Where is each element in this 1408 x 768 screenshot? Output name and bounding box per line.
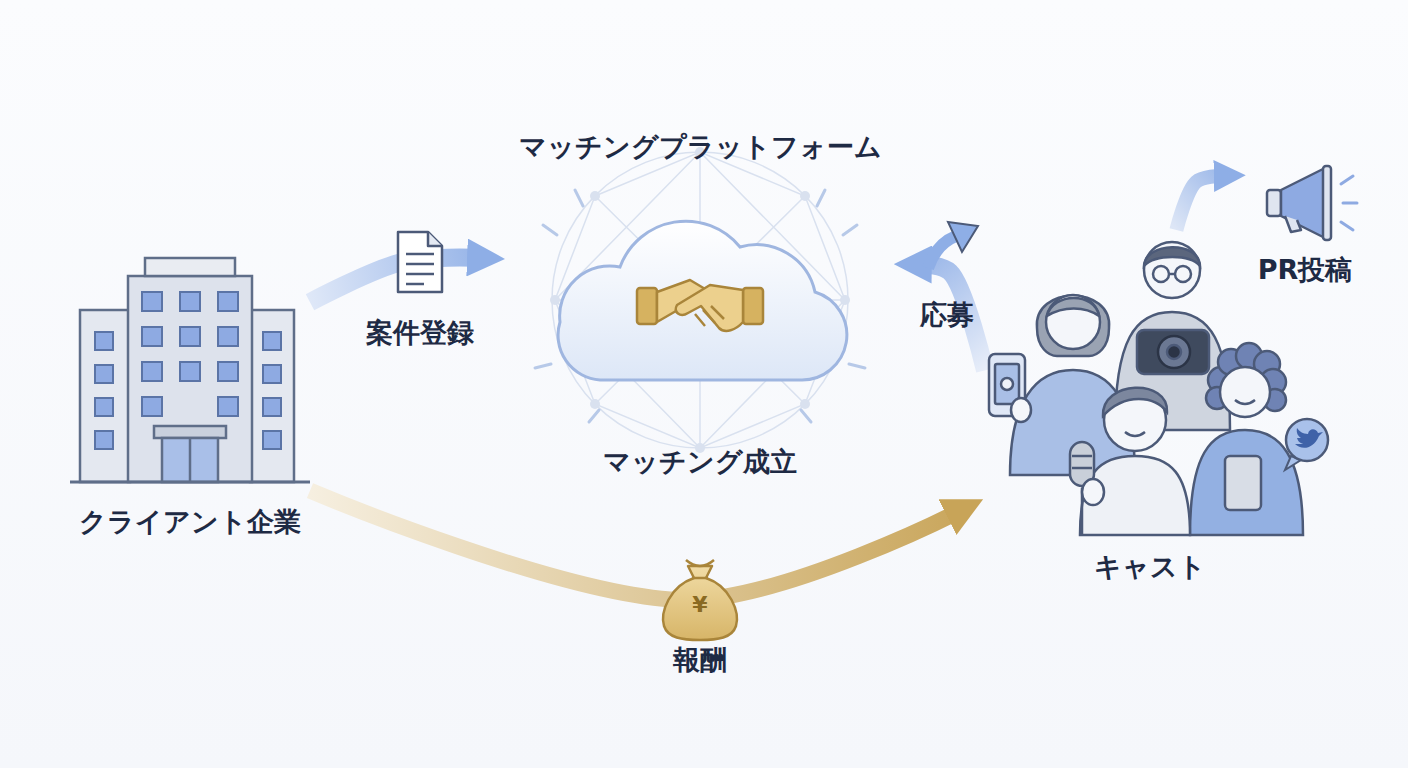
network-globe <box>552 152 848 448</box>
flow-arrow <box>310 258 475 303</box>
edge-label: 報酬 <box>673 643 727 677</box>
building-windows <box>95 292 281 449</box>
pr-post-node: PR投稿 <box>1245 150 1365 290</box>
social-bubble <box>1285 419 1328 470</box>
platform-cloud <box>505 130 895 480</box>
ground-line <box>70 481 310 484</box>
person-phone <box>989 295 1135 475</box>
small-up-arrow <box>928 222 978 268</box>
network-dots <box>550 147 850 453</box>
edge-label: 案件登録 <box>366 316 474 350</box>
post-arrow <box>1176 176 1220 230</box>
megaphone-body <box>1267 166 1331 240</box>
node-label: クライアント企業 <box>0 505 390 539</box>
building-door <box>154 426 226 482</box>
client-building: クライアント企業 <box>70 250 310 540</box>
money-bag <box>663 560 737 640</box>
currency-symbol: ¥ <box>692 594 707 616</box>
node-label: PR投稿 <box>1165 253 1408 287</box>
cloud-outline <box>558 221 847 380</box>
flow-arrow <box>310 491 955 600</box>
sparkle-lines <box>535 190 865 422</box>
node-label: マッチングプラットフォーム <box>425 130 975 164</box>
edge-label: 応募 <box>920 298 974 332</box>
handshake-icon <box>637 280 763 331</box>
document-icon <box>398 232 442 292</box>
platform-node: マッチングプラットフォームマッチング成立 <box>505 130 895 480</box>
node-sublabel: マッチング成立 <box>425 445 975 479</box>
sound-lines <box>1341 176 1357 230</box>
node-label: キャスト <box>905 550 1395 584</box>
building-body <box>80 258 294 482</box>
person-microphone <box>1070 388 1190 535</box>
building-icon <box>70 250 310 540</box>
